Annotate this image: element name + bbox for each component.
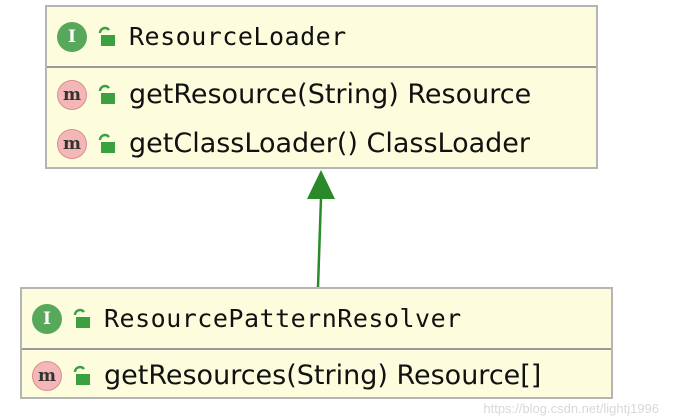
class-name: ResourcePatternResolver [104, 304, 462, 333]
interface-icon: I [32, 303, 62, 334]
public-lock-icon [73, 308, 90, 328]
member-list: m getResource(String) Resource m getClas… [47, 68, 596, 168]
method-icon: m [32, 360, 62, 391]
public-lock-icon [73, 365, 90, 385]
class-name: ResourceLoader [129, 22, 347, 51]
member-list: m getResources(String) Resource[] [22, 350, 611, 400]
class-header: I ResourceLoader [47, 7, 596, 68]
method-icon: m [57, 79, 87, 110]
method-icon: m [57, 128, 87, 159]
watermark: https://blog.csdn.net/lightj1996 [483, 401, 659, 416]
public-lock-icon [98, 26, 115, 46]
member-row[interactable]: m getResource(String) Resource [47, 70, 596, 119]
method-signature: getResource(String) Resource [129, 79, 532, 110]
public-lock-icon [98, 84, 115, 104]
interface-icon: I [57, 21, 87, 52]
member-row[interactable]: m getResources(String) Resource[] [22, 351, 611, 400]
class-box-resource-pattern-resolver[interactable]: I ResourcePatternResolver m getResources… [20, 287, 613, 399]
class-box-resource-loader[interactable]: I ResourceLoader m getResource(String) R… [45, 5, 598, 169]
method-signature: getClassLoader() ClassLoader [129, 128, 531, 159]
inheritance-arrowhead [307, 170, 335, 199]
inheritance-line [316, 197, 323, 288]
method-signature: getResources(String) Resource[] [104, 360, 542, 391]
class-header: I ResourcePatternResolver [22, 289, 611, 350]
public-lock-icon [98, 133, 115, 153]
member-row[interactable]: m getClassLoader() ClassLoader [47, 119, 596, 168]
